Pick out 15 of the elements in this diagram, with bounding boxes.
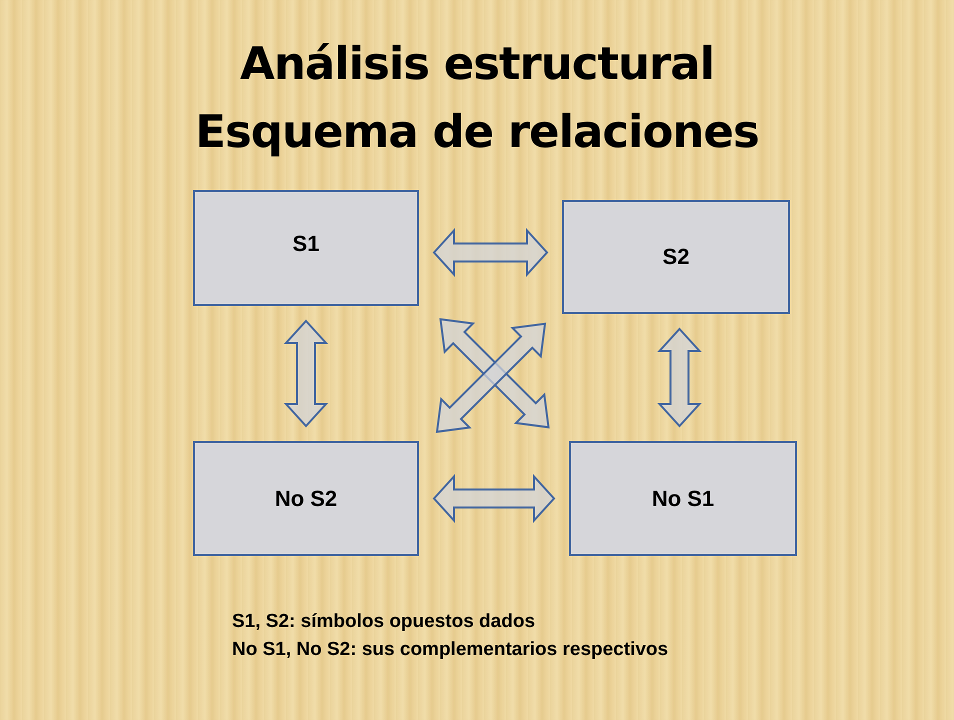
concept-box [569, 441, 797, 556]
double-arrow [432, 228, 548, 278]
box-label: No S2 [274, 486, 338, 512]
note-text: No S1, No S2: sus complementarios respectivos [232, 639, 668, 661]
concept-box [193, 441, 419, 556]
double-arrow [284, 320, 328, 428]
double-arrow [657, 328, 702, 428]
concept-box [193, 190, 419, 306]
box-label: S1 [292, 231, 320, 257]
title: Análisis estructural Esquema de relaciones [194, 36, 760, 160]
double-arrow [432, 474, 556, 524]
box-label: No S1 [652, 486, 714, 512]
box-label: S2 [662, 244, 690, 270]
note-text: S1, S2: símbolos opuestos dados [232, 611, 536, 633]
concept-box [562, 200, 790, 314]
